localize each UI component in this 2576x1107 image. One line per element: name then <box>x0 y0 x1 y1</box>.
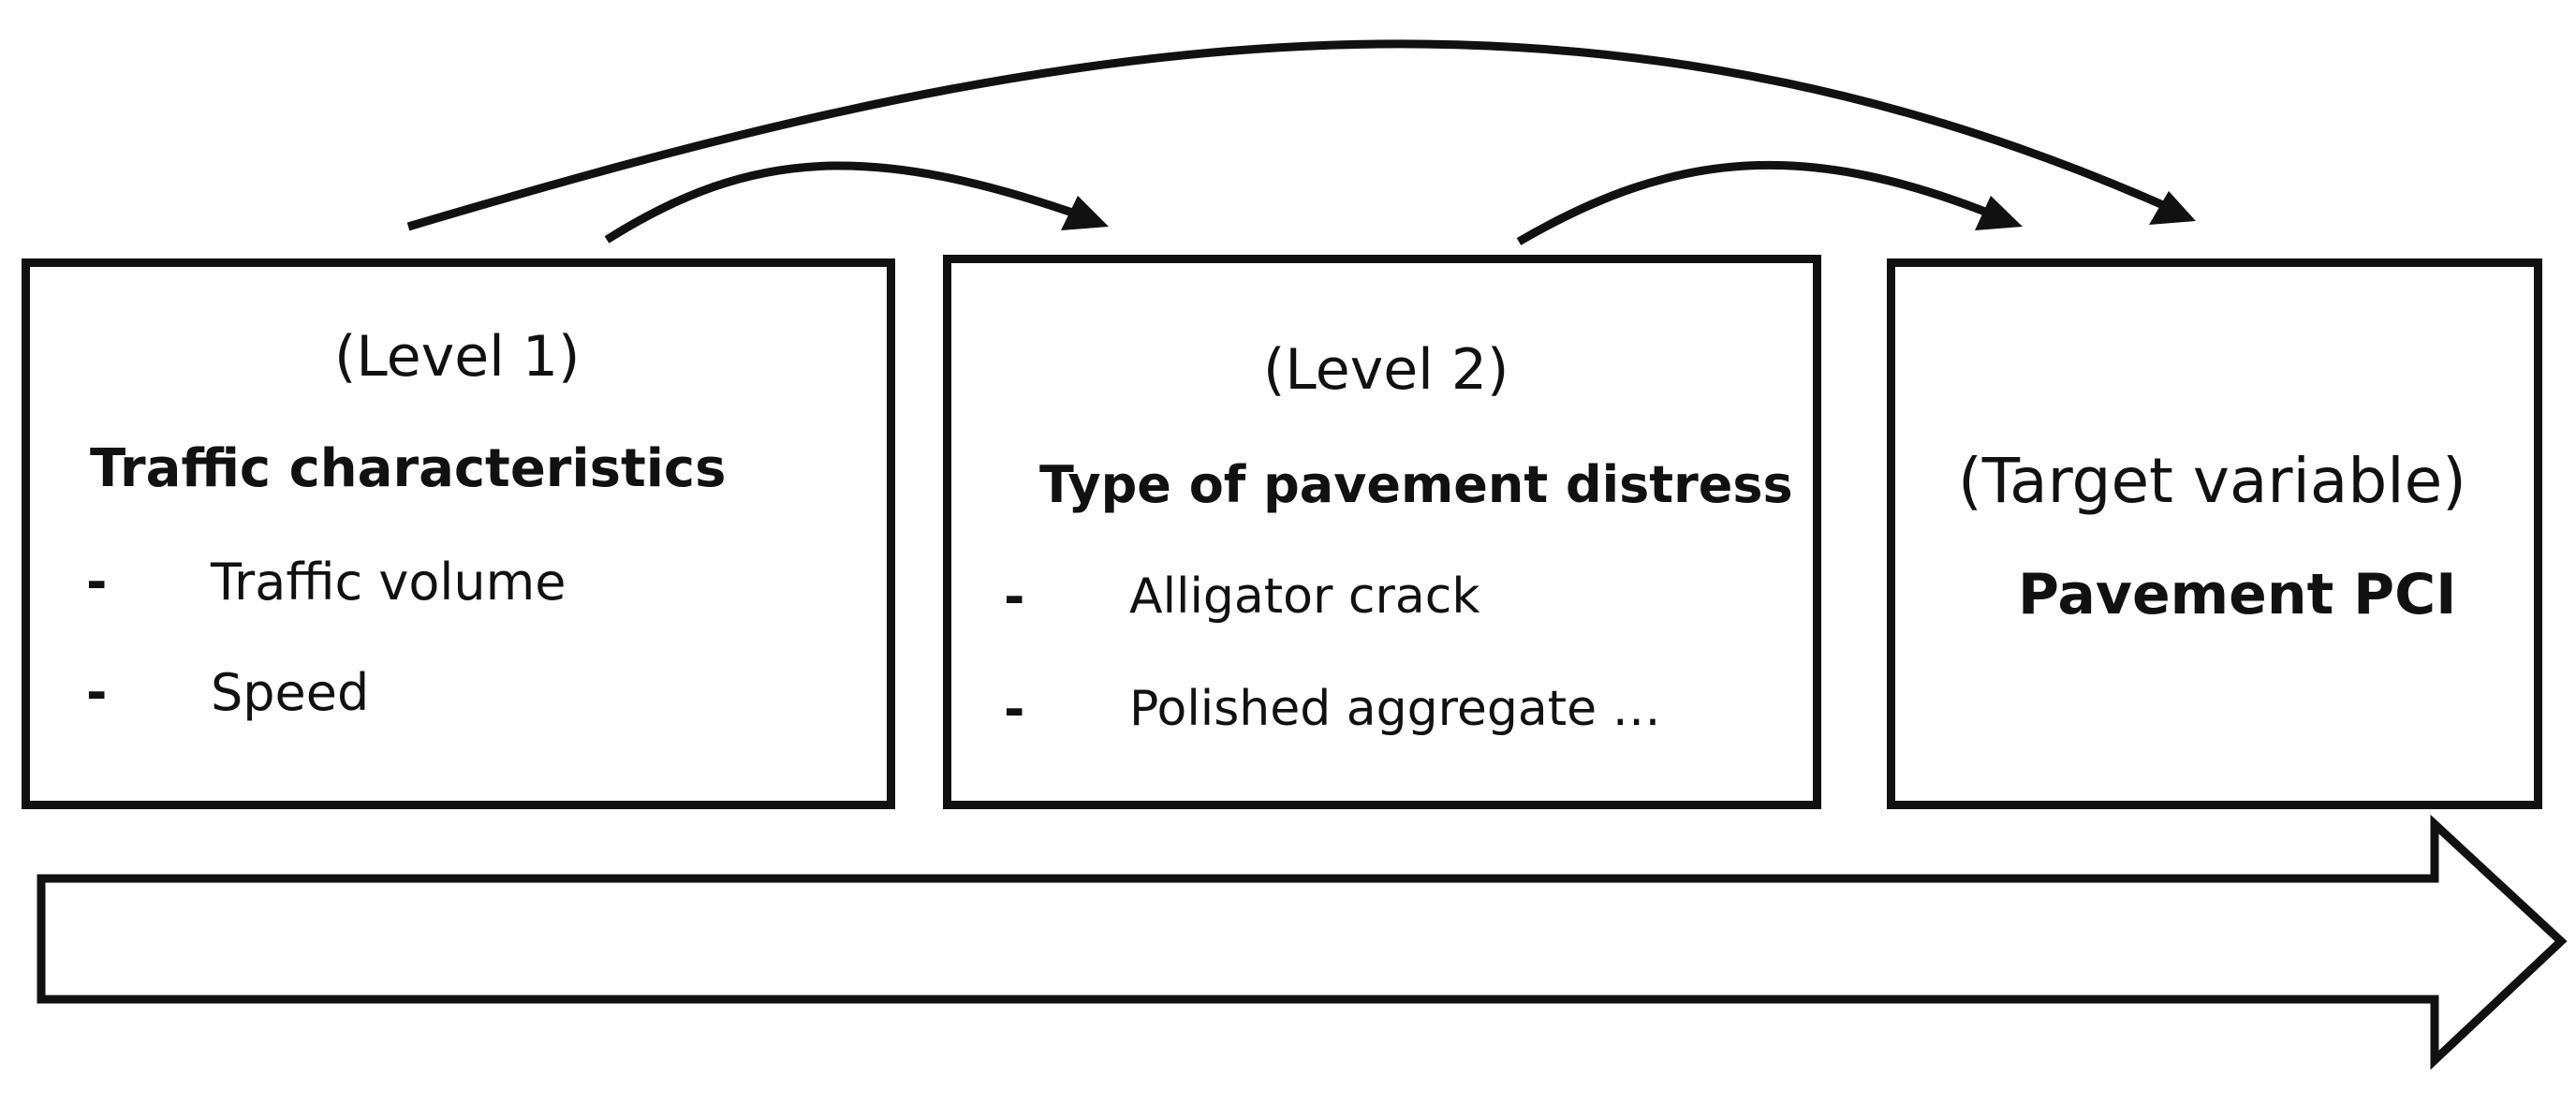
list-bullet: - <box>1004 568 1025 627</box>
level2-box: (Level 2) Type of pavement distress - Al… <box>943 255 1821 809</box>
list-item: Speed <box>211 663 370 722</box>
arc-level1-to-target <box>406 39 2184 231</box>
level2-label: (Level 2) <box>1263 337 1509 403</box>
list-item: Alligator crack <box>1129 568 1480 625</box>
list-item: Traffic volume <box>211 553 567 612</box>
list-item: Polished aggregate … <box>1129 681 1661 737</box>
level1-label: (Level 1) <box>334 324 581 390</box>
list-bullet: - <box>1004 680 1025 739</box>
target-heading: Pavement PCI <box>2018 562 2457 627</box>
arrowhead-level1-to-level2 <box>1061 196 1109 230</box>
arrowhead-level2-to-target <box>1975 196 2023 230</box>
list-bullet: - <box>86 553 108 612</box>
arc-level2-to-target <box>1516 160 2006 245</box>
level1-box: (Level 1) Traffic characteristics - Traf… <box>22 258 895 809</box>
target-box: (Target variable) Pavement PCI <box>1887 258 2542 809</box>
level2-heading: Type of pavement distress <box>1039 455 1793 514</box>
level1-heading: Traffic characteristics <box>90 438 727 499</box>
arrowhead-level1-to-target <box>2149 191 2196 225</box>
target-label: (Target variable) <box>1958 445 2466 517</box>
arc-level1-to-level2 <box>604 161 1093 244</box>
list-bullet: - <box>86 663 108 722</box>
main-flow-arrow <box>37 814 2568 1070</box>
